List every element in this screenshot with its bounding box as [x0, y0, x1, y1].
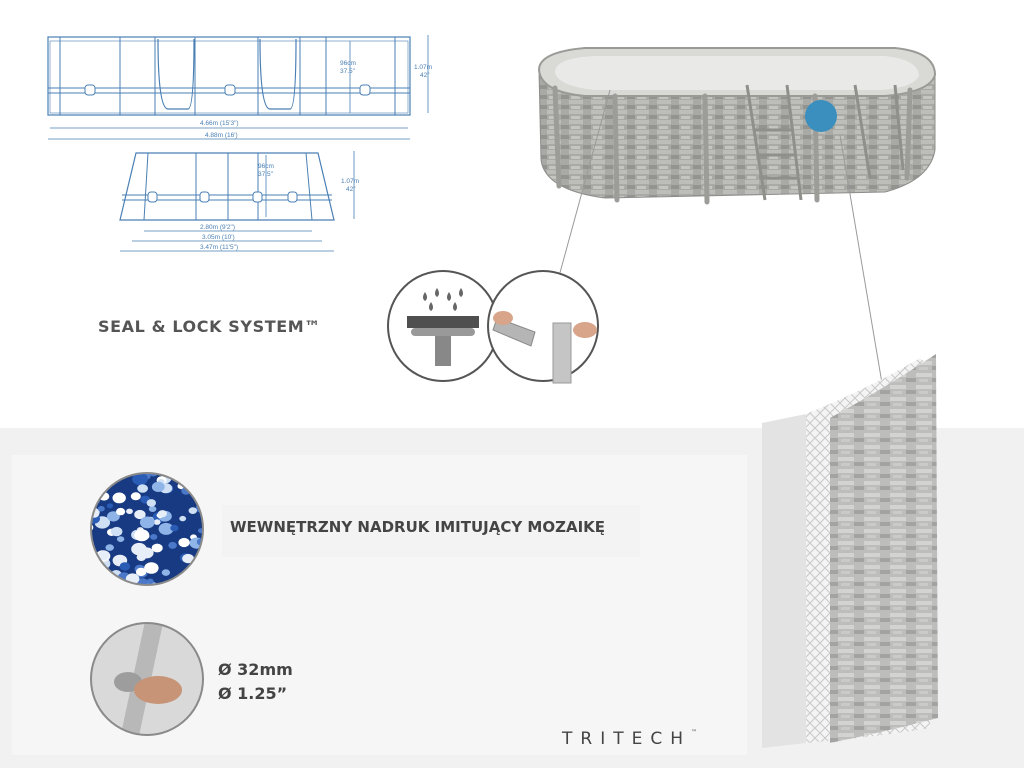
mosaic-tile	[188, 507, 197, 514]
hand-icon	[134, 676, 182, 704]
mosaic-tile	[148, 506, 157, 512]
mosaic-tile	[134, 509, 146, 520]
mosaic-tile	[179, 515, 187, 522]
mosaic-tile	[110, 526, 123, 537]
mosaic-tile	[93, 484, 102, 490]
mosaic-tile	[93, 571, 101, 577]
mosaic-tile	[97, 505, 105, 512]
mosaic-label-background	[222, 505, 640, 557]
mosaic-tile	[158, 522, 174, 535]
mosaic-tile	[137, 484, 148, 493]
t-connector-icon	[407, 316, 479, 328]
side-width-mid: 3.05m (10')	[202, 234, 235, 241]
mosaic-tile	[116, 536, 125, 542]
mosaic-tile	[146, 499, 156, 507]
side-width-outer: 3.47m (11'5")	[200, 244, 238, 251]
mosaic-tile	[135, 567, 147, 577]
mosaic-tile	[182, 553, 194, 564]
mosaic-tile	[97, 550, 110, 561]
frame-diameter-in: Ø 1.25”	[218, 684, 288, 703]
mosaic-tile	[104, 473, 112, 478]
wall-cross-section-image	[762, 354, 938, 748]
frame-pipe-image	[90, 622, 204, 736]
top-height-in: 37.5"	[340, 68, 356, 75]
side-height-in: 37.5"	[258, 171, 274, 178]
mosaic-tile	[148, 473, 159, 477]
mosaic-tile	[144, 562, 159, 574]
mosaic-tile	[151, 543, 163, 553]
pipe-icon	[492, 317, 536, 347]
side-total-m: 1.07m	[341, 178, 359, 185]
top-total-in: 42"	[420, 72, 430, 79]
mosaic-tile	[139, 516, 155, 529]
seal-lock-title: SEAL & LOCK SYSTEM™	[98, 317, 321, 336]
length-dimension-diagram: 96cm 37.5" 1.07m 42" 4.66m (15'3") 4.88m…	[47, 35, 432, 140]
mosaic-tile	[150, 534, 158, 540]
mosaic-tile	[91, 483, 98, 494]
mosaic-tile	[107, 511, 120, 522]
mosaic-tile	[126, 508, 133, 514]
mosaic-pattern-image	[90, 472, 204, 586]
mosaic-tile	[132, 473, 148, 486]
mosaic-tile	[116, 580, 123, 585]
mosaic-tile	[105, 544, 114, 551]
mosaic-tile	[190, 566, 203, 577]
mosaic-tile	[101, 473, 117, 483]
side-height-m: 96cm	[258, 163, 274, 170]
seal-lock-icons	[387, 270, 599, 384]
mosaic-tile	[131, 542, 147, 556]
mosaic-tile	[157, 510, 167, 518]
mosaic-tile	[112, 492, 126, 504]
top-total-m: 1.07m	[414, 64, 432, 71]
side-width-inner: 2.80m (9'2")	[200, 224, 235, 231]
frame-diameter-mm: Ø 32mm	[218, 660, 293, 679]
mosaic-tile	[168, 541, 177, 549]
skimmer-icon	[805, 100, 837, 132]
mosaic-tile	[170, 524, 179, 532]
mosaic-tile	[146, 578, 154, 585]
mosaic-tile	[100, 473, 115, 477]
mosaic-tile	[161, 569, 170, 576]
mosaic-tile	[178, 537, 190, 548]
mosaic-tile	[116, 507, 126, 516]
mosaic-tile	[91, 496, 94, 502]
mosaic-tile	[130, 492, 141, 501]
mosaic-tile	[119, 562, 131, 571]
mosaic-tile	[102, 582, 114, 585]
pool-illustration	[537, 47, 937, 205]
top-inner-length: 4.66m (15'3")	[200, 120, 239, 127]
tritech-logo: TRITECH™	[562, 729, 697, 749]
mosaic-tile	[153, 519, 161, 525]
mosaic-tile	[106, 503, 114, 509]
hand-icon	[493, 311, 513, 325]
top-height-m: 96cm	[340, 60, 356, 67]
water-drops-icon	[423, 288, 463, 311]
mosaic-print-label: WEWNĘTRZNY NADRUK IMITUJĄCY MOZAIKĘ	[230, 518, 606, 536]
side-total-in: 42"	[346, 186, 356, 193]
width-dimension-diagram: 96cm 37.5" 1.07m 42" 2.80m (9'2") 3.05m …	[119, 151, 359, 252]
mosaic-tile	[187, 578, 198, 585]
mosaic-tile	[151, 481, 165, 492]
mosaic-tile	[134, 529, 150, 542]
top-outer-length: 4.88m (16')	[205, 132, 238, 139]
